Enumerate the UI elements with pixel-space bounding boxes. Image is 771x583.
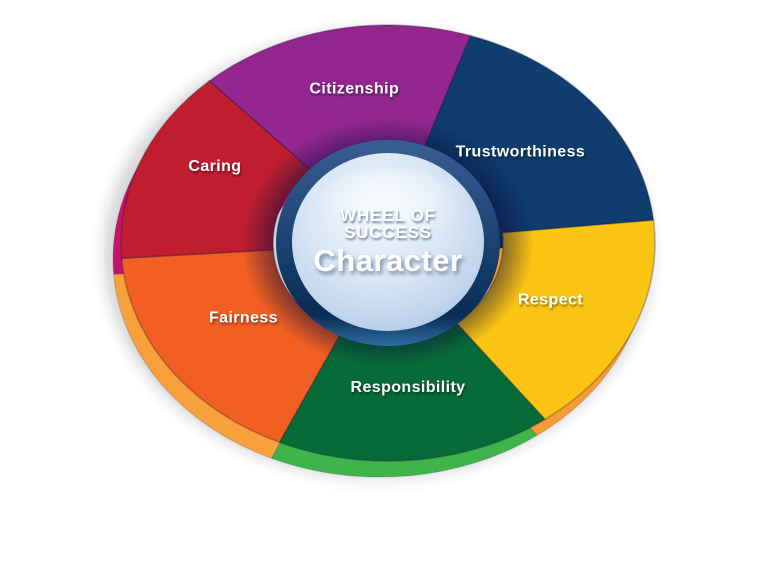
segment-labels: CitizenshipTrustworthinessRespectRespons…: [188, 81, 586, 397]
segment-label-caring: Caring: [188, 158, 241, 175]
wheel-reflection: [104, 496, 655, 583]
wheel-diagram: CitizenshipTrustworthinessRespectRespons…: [104, 24, 656, 478]
hub-title-line2: SUCCESS: [344, 223, 432, 242]
hub-title-line3: Character: [313, 243, 462, 278]
hub-title: WHEEL OF SUCCESS Character: [313, 206, 462, 278]
inner-shade-ring: [218, 98, 558, 388]
segment-label-responsibility: Responsibility: [351, 379, 466, 396]
segment-label-citizenship: Citizenship: [309, 81, 399, 98]
segment-label-respect: Respect: [518, 291, 583, 308]
hub-title-line1: WHEEL OF: [340, 206, 436, 225]
segment-label-fairness: Fairness: [209, 310, 278, 327]
segment-label-trustworthiness: Trustworthiness: [456, 144, 586, 161]
hub-sphere-highlight: [318, 168, 458, 244]
